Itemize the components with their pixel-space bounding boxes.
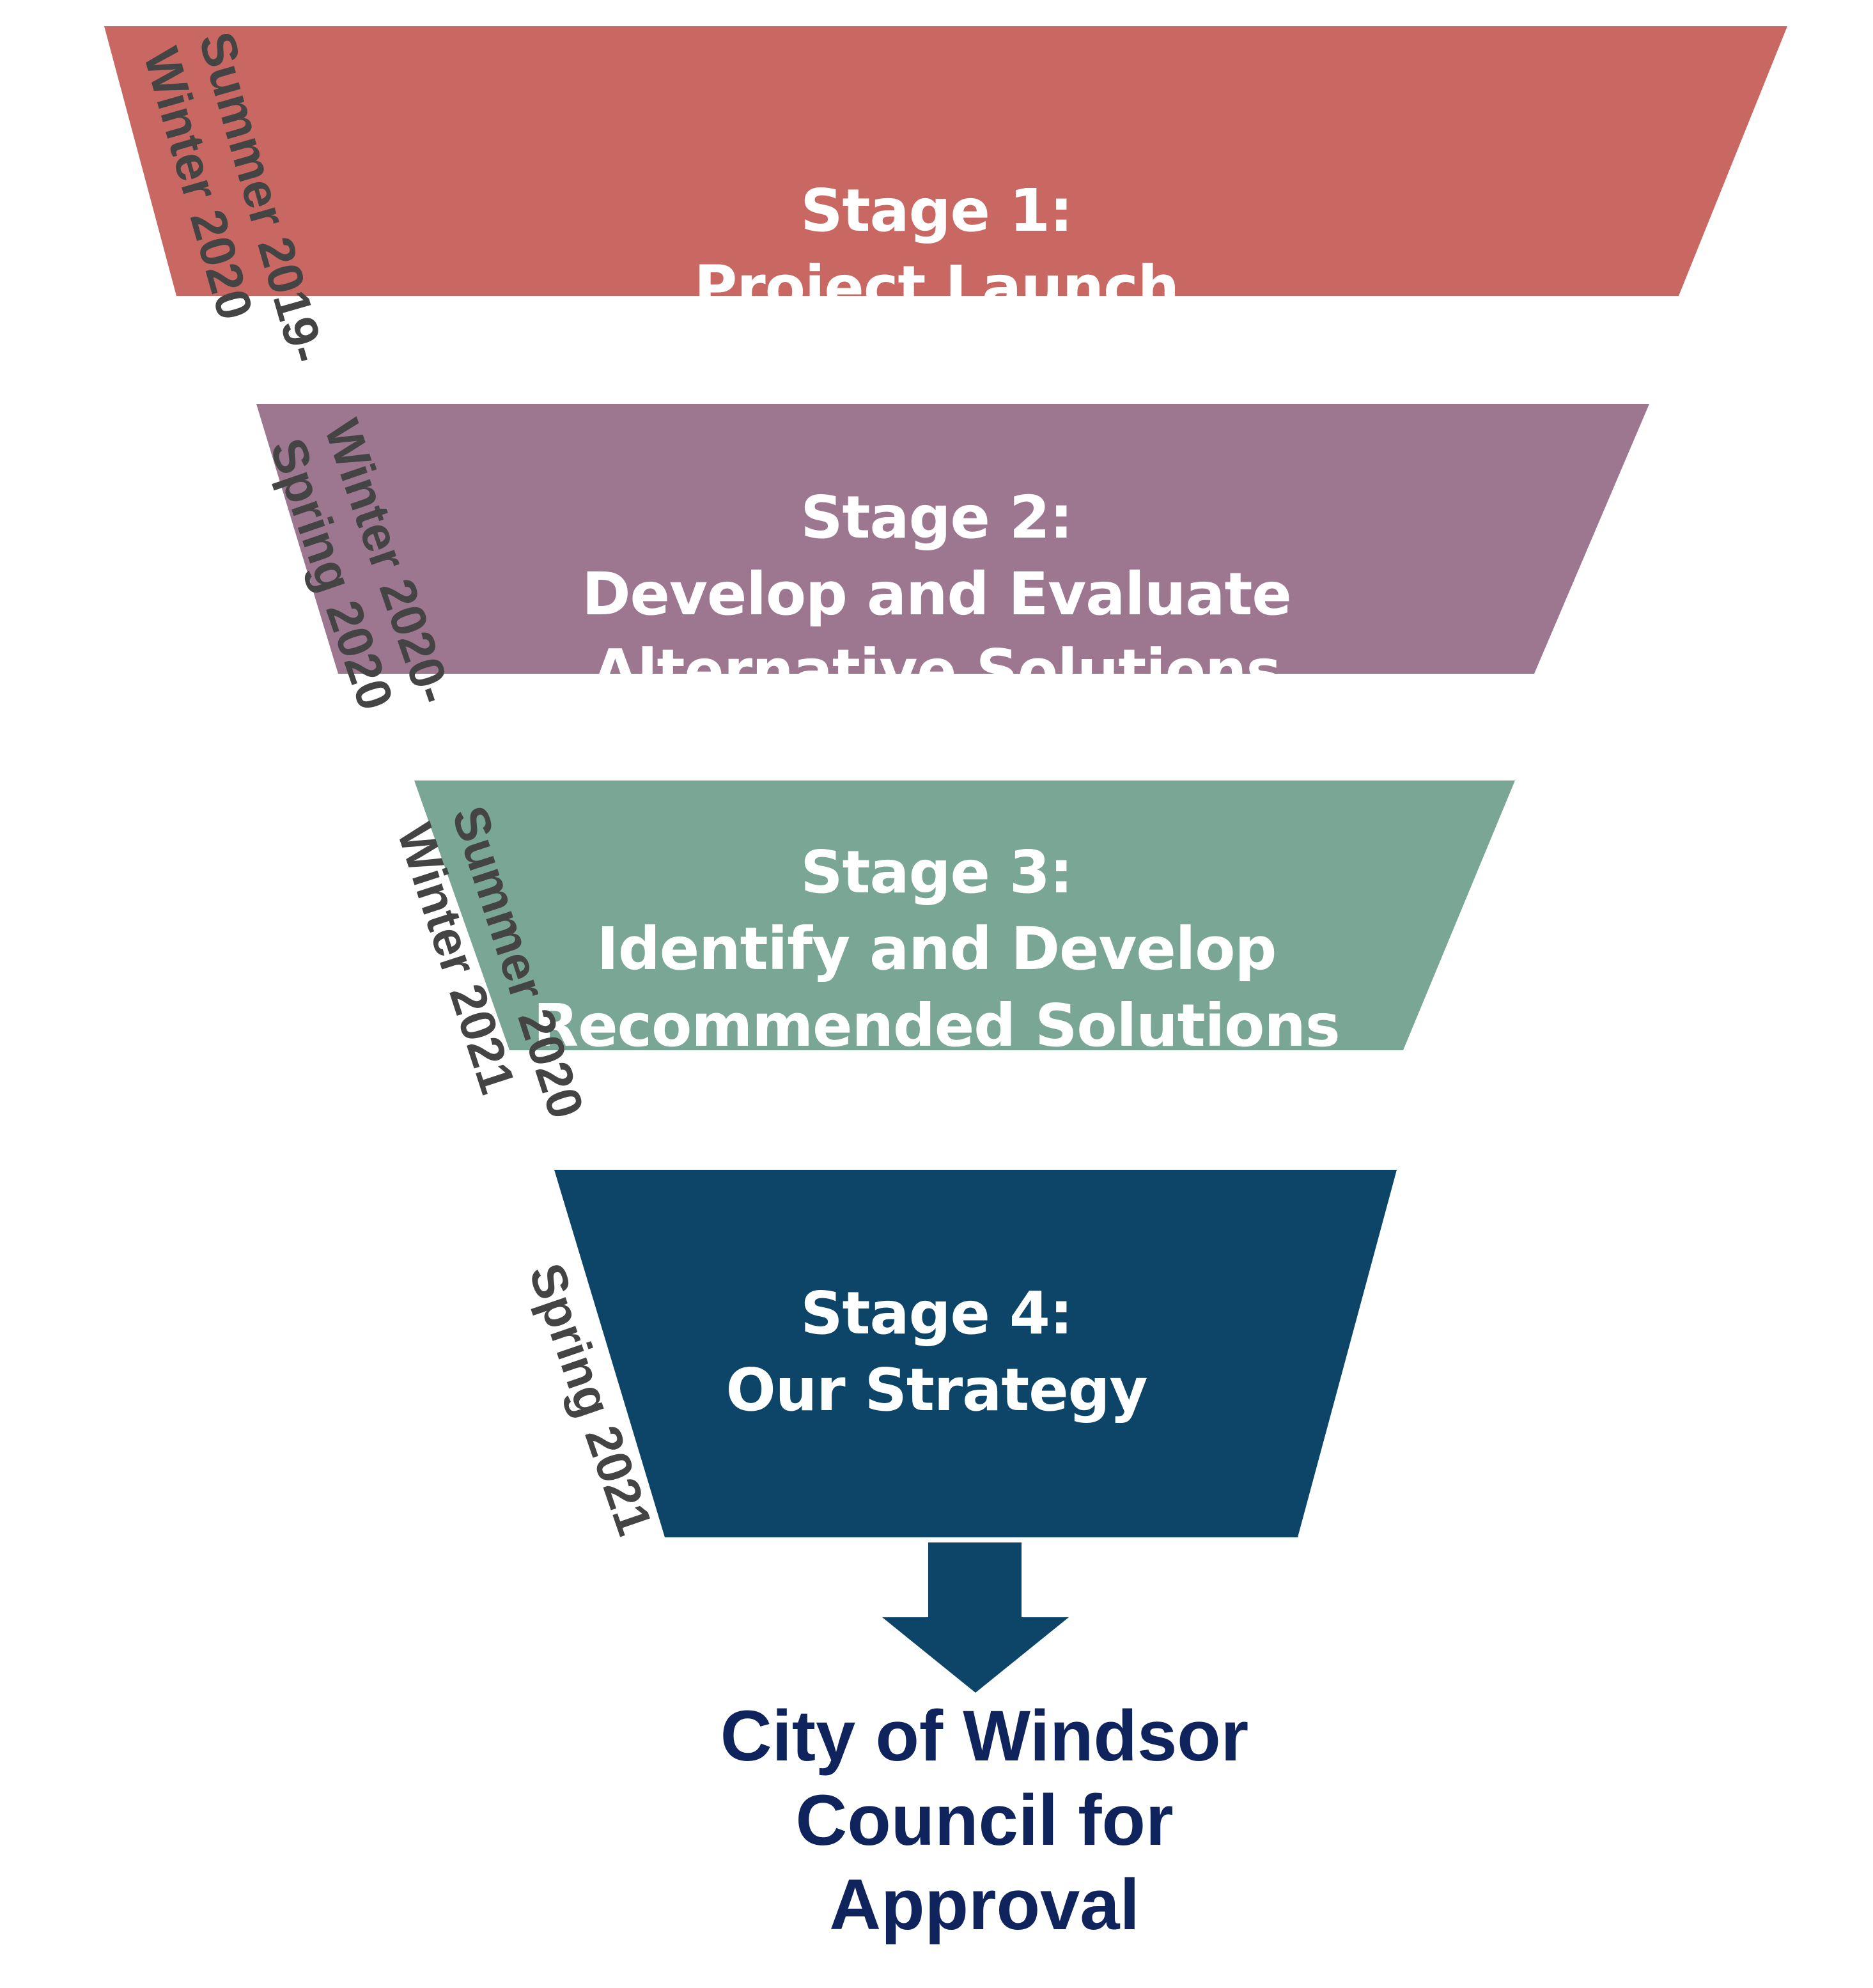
outcome-label: City of Windsor Council for Approval bbox=[665, 1694, 1304, 1947]
stage-1-subtitle: Project Launch bbox=[694, 253, 1179, 322]
outcome-line-3: Approval bbox=[829, 1865, 1140, 1945]
stage-2-subtitle-line-2: Alternative Solutions bbox=[592, 637, 1281, 705]
stage-3-title: Stage 3: bbox=[800, 838, 1073, 906]
stage-2-band bbox=[256, 404, 1649, 674]
stage-4-band bbox=[554, 1170, 1397, 1537]
stage-3-label: Stage 3: Identify and Develop Recommende… bbox=[0, 834, 1873, 1064]
stage-1-band bbox=[104, 26, 1787, 296]
stage-3-band bbox=[414, 780, 1515, 1050]
outcome-line-1: City of Windsor bbox=[720, 1696, 1249, 1776]
stage-4-label: Stage 4: Our Strategy bbox=[0, 1275, 1873, 1429]
stage-1-label: Stage 1: Project Launch bbox=[0, 173, 1873, 326]
stage-4-title: Stage 4: bbox=[800, 1279, 1073, 1347]
stage-2-title: Stage 2: bbox=[800, 483, 1073, 552]
stage-3-subtitle-line-1: Identify and Develop bbox=[596, 915, 1277, 983]
outcome-line-2: Council for bbox=[795, 1780, 1174, 1860]
stage-3-subtitle-line-2: Recommended Solutions bbox=[533, 991, 1340, 1060]
stage-4-subtitle: Our Strategy bbox=[726, 1356, 1148, 1424]
down-arrow-icon bbox=[882, 1542, 1069, 1693]
stage-2-subtitle-line-1: Develop and Evaluate bbox=[582, 560, 1292, 628]
stage-1-title: Stage 1: bbox=[800, 176, 1073, 245]
stage-2-label: Stage 2: Develop and Evaluate Alternativ… bbox=[0, 479, 1873, 710]
